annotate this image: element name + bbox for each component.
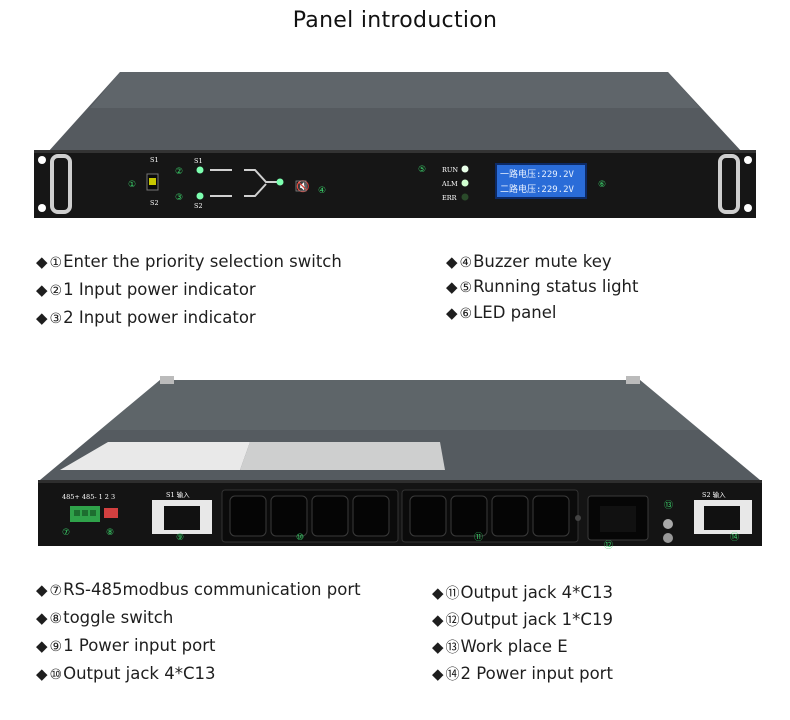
alm-led bbox=[461, 179, 469, 187]
input1-indicator-led bbox=[196, 166, 204, 174]
s2-input-label: S2 输入 bbox=[702, 490, 726, 499]
alm-label: ALM bbox=[441, 180, 458, 188]
s1-input-label: S1 输入 bbox=[166, 490, 190, 499]
legend-item: ◆⑤Running status light bbox=[446, 277, 639, 296]
c13-outlet[interactable] bbox=[311, 495, 349, 537]
run-led bbox=[461, 165, 469, 173]
marker-10: ⑩ bbox=[296, 533, 304, 543]
legend-item: ◆⑬Work place E bbox=[432, 637, 568, 656]
page-title: Panel introduction bbox=[292, 8, 498, 33]
indicator-s1-label: S1 bbox=[194, 157, 203, 165]
rear-panel-photo: 485+ 485- 1 2 3 ⑦ ⑧ S1 输入 ⑨ ⑩ ⑪ ⑫ ⑬ S2 输… bbox=[38, 376, 762, 551]
rs485-port-label: 485+ 485- 1 2 3 bbox=[62, 493, 115, 501]
marker-4: ④ bbox=[318, 186, 326, 196]
c13-outlet[interactable] bbox=[532, 495, 570, 537]
c13-outlet[interactable] bbox=[270, 495, 308, 537]
legend-item: ◆⑩Output jack 4*C13 bbox=[36, 664, 216, 683]
s1-label: S1 bbox=[150, 156, 159, 164]
marker-3: ③ bbox=[175, 193, 183, 203]
marker-14: ⑭ bbox=[730, 532, 739, 543]
rear-legend-left: ◆⑦RS-485modbus communication port ◆⑧togg… bbox=[36, 579, 361, 691]
lcd-line-1: 一路电压:229.2V bbox=[500, 168, 575, 180]
input2-indicator-led bbox=[196, 192, 204, 200]
ground-terminal bbox=[663, 519, 673, 529]
front-legend-left: ◆①Enter the priority selection switch ◆②… bbox=[36, 251, 342, 335]
rear-legend-right: ◆⑪Output jack 4*C13 ◆⑫Output jack 1*C19 … bbox=[432, 582, 613, 690]
buzzer-mute-key[interactable] bbox=[295, 180, 307, 192]
c13-outlet[interactable] bbox=[450, 495, 488, 537]
legend-item: ◆⑦RS-485modbus communication port bbox=[36, 580, 361, 599]
marker-11: ⑪ bbox=[474, 532, 483, 543]
front-legend-right: ◆④Buzzer mute key ◆⑤Running status light… bbox=[446, 251, 638, 328]
legend-item: ◆②1 Input power indicator bbox=[36, 280, 256, 299]
c13-outlet[interactable] bbox=[409, 495, 447, 537]
front-panel-photo: S1 S2 ① ② ③ S1 S2 🔇 ④ ⑤ RUN ALM ERR 一路电压… bbox=[34, 72, 756, 218]
marker-2: ② bbox=[175, 167, 183, 177]
toggle-switch[interactable] bbox=[104, 508, 118, 518]
legend-item: ◆⑭2 Power input port bbox=[432, 664, 613, 683]
marker-8: ⑧ bbox=[106, 528, 114, 538]
marker-13: ⑬ bbox=[664, 500, 673, 511]
run-label: RUN bbox=[442, 166, 458, 174]
err-label: ERR bbox=[442, 194, 458, 202]
marker-6: ⑥ bbox=[598, 180, 606, 190]
legend-item: ◆①Enter the priority selection switch bbox=[36, 252, 342, 271]
c13-outlet[interactable] bbox=[229, 495, 267, 537]
mute-icon: 🔇 bbox=[296, 180, 310, 193]
legend-item: ◆⑧toggle switch bbox=[36, 608, 174, 627]
marker-9: ⑨ bbox=[176, 533, 184, 543]
c13-outlet[interactable] bbox=[491, 495, 529, 537]
marker-1: ① bbox=[128, 180, 136, 190]
err-led bbox=[461, 193, 469, 201]
legend-item: ◆③2 Input power indicator bbox=[36, 308, 256, 327]
legend-item: ◆④Buzzer mute key bbox=[446, 252, 612, 271]
lcd-line-2: 二路电压:229.2V bbox=[500, 183, 575, 195]
indicator-s2-label: S2 bbox=[194, 202, 203, 210]
marker-7: ⑦ bbox=[62, 528, 70, 538]
s2-label: S2 bbox=[150, 199, 159, 207]
marker-5: ⑤ bbox=[418, 165, 426, 175]
legend-item: ◆⑪Output jack 4*C13 bbox=[432, 583, 613, 602]
c13-outlet[interactable] bbox=[352, 495, 390, 537]
lcd-panel bbox=[495, 163, 587, 199]
legend-item: ◆⑫Output jack 1*C19 bbox=[432, 610, 613, 629]
marker-12: ⑫ bbox=[604, 540, 613, 551]
legend-item: ◆⑨1 Power input port bbox=[36, 636, 216, 655]
legend-item: ◆⑥LED panel bbox=[446, 303, 557, 322]
